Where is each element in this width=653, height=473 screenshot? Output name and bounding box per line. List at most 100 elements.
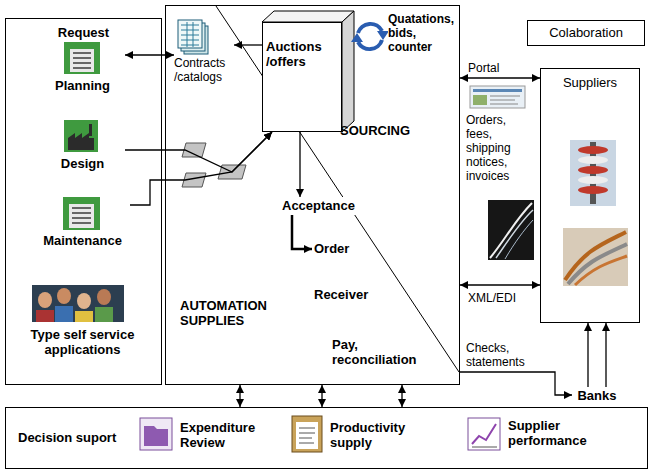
connector: [460, 284, 540, 285]
node-label: Decision suport: [18, 430, 138, 445]
box-top-face: [262, 11, 354, 22]
connector: [587, 323, 588, 387]
cable-strand: [565, 232, 626, 280]
people-photo: [32, 285, 124, 322]
insulator-disc: [578, 156, 608, 164]
box-side-face: [342, 11, 354, 132]
connector: [234, 44, 262, 45]
suppliers-box: Suppliers: [540, 68, 640, 323]
productivity-icon: [292, 416, 322, 452]
insulator-photo: [570, 140, 616, 206]
connector: [292, 215, 312, 249]
screen-bar: [473, 89, 522, 92]
cable-strand: [568, 244, 627, 284]
light-streak: [496, 210, 533, 258]
face: [77, 293, 91, 309]
note-label: Orders, fees, shipping notices, invoices: [466, 113, 526, 183]
bank-node: Banks: [572, 387, 622, 404]
request-forms: [182, 143, 246, 187]
edge-label: XML/EDI: [468, 291, 530, 305]
collaboration-box: Colaboration: [527, 20, 645, 46]
connector: [460, 372, 572, 395]
auction-box-depth: [262, 11, 354, 132]
request-panel: RequestPlanningDesignMaintenanceType sel…: [5, 18, 162, 385]
photo-ground: [32, 285, 124, 322]
cycle-arrows: [351, 24, 389, 49]
icon-ground: [64, 42, 100, 74]
connector: [125, 54, 174, 55]
chart-axis: [472, 447, 497, 448]
note-label: Quatations, bids, counter: [388, 12, 458, 54]
insulator-disc: [578, 166, 608, 174]
cable-photo: [563, 228, 628, 286]
node-label: Supplier performance: [508, 418, 606, 448]
process-step: Order: [312, 240, 358, 258]
chimney: [89, 124, 92, 136]
light-streak: [505, 220, 533, 259]
node-label: AUTOMATION SUPPLIES: [180, 298, 280, 328]
process-step: Receiver: [312, 286, 378, 304]
planning-unit: Planning: [40, 40, 125, 98]
connector: [605, 323, 606, 387]
light-streak: [490, 203, 532, 258]
node-label: Expenditure Review: [180, 420, 264, 450]
face: [57, 288, 71, 304]
clipboard-lines: [299, 428, 315, 443]
cycle-head: [351, 33, 363, 42]
connector: [239, 385, 240, 407]
shirt: [36, 310, 54, 322]
node-label: Acceptance: [282, 198, 362, 213]
insulator-disc: [578, 176, 608, 184]
connector: [401, 385, 402, 407]
shirt: [55, 306, 73, 322]
catalog-grid: [181, 22, 199, 47]
node-label: Order: [314, 241, 356, 256]
connector: [130, 132, 272, 205]
node-label: SOURCING: [340, 123, 430, 138]
maintenance-unit: Maintenance: [35, 195, 130, 253]
cable-strand: [575, 256, 627, 285]
network-photo: [488, 200, 534, 260]
node-label: Receiver: [314, 287, 376, 302]
expenditure-icon: [140, 418, 172, 450]
maintenance-icon: [63, 197, 100, 230]
divider-line: [216, 6, 459, 372]
catalog-icon: [178, 20, 208, 54]
process-panel: SOURCING AUTOMATION SUPPLIES Contracts /ca…: [165, 5, 460, 385]
connector: [460, 77, 540, 78]
node-label: Pay, reconciliation: [332, 337, 428, 367]
photo-ground: [563, 228, 628, 286]
folder: [144, 426, 168, 446]
screen: [470, 86, 525, 108]
building: [69, 204, 94, 228]
building-windows: [72, 208, 91, 223]
screen-lines: [490, 96, 520, 104]
design-icon: [64, 120, 98, 152]
catalog-page: [178, 20, 202, 48]
node-label: Maintenance: [35, 233, 130, 248]
node-label: Auctions /offers: [266, 39, 338, 69]
process-step: Pay, reconciliation: [330, 336, 430, 370]
screen-block: [473, 95, 487, 105]
process-step: Acceptance: [280, 197, 364, 215]
clipboard: [292, 416, 322, 452]
insulator-disc: [578, 146, 608, 154]
node-label: Type self service applications: [10, 327, 155, 357]
connector: [299, 132, 300, 197]
connector: [125, 132, 272, 172]
insulator-disc: [578, 186, 608, 194]
face: [97, 289, 111, 305]
node-label: Contracts /catalogs: [174, 56, 234, 84]
design-unit: Design: [40, 118, 125, 176]
face: [38, 292, 52, 308]
node-label: Productivity supply: [330, 420, 418, 450]
report-item: Productivity supply: [330, 420, 418, 454]
contracts-catalog: Contracts /catalogs: [174, 18, 234, 88]
icon-ground: [64, 120, 98, 152]
edge-label: Portal: [468, 61, 513, 75]
report-item: Expenditure Review: [180, 420, 264, 454]
node-label: Design: [40, 156, 125, 171]
building-windows: [73, 53, 91, 68]
auction-box: Auctions /offers: [262, 22, 342, 132]
chart-line: [472, 424, 496, 444]
